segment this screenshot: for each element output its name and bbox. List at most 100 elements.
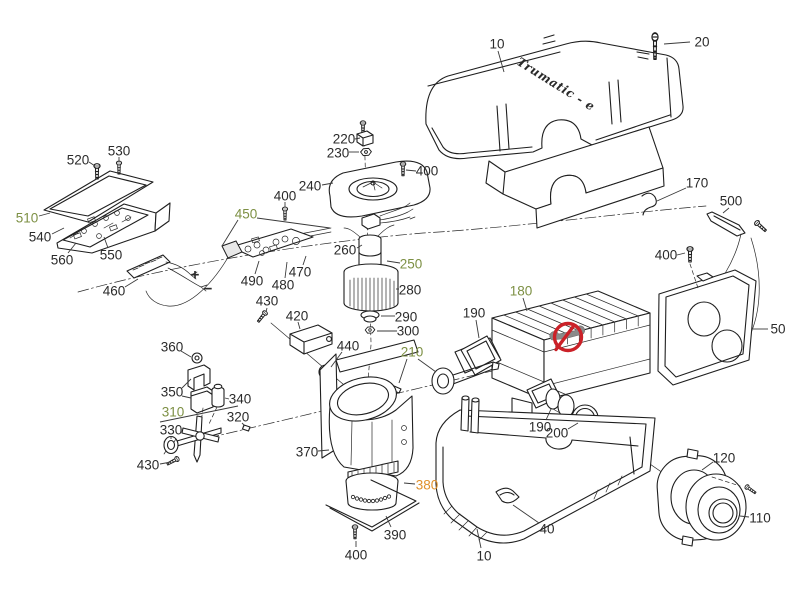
- wall-duct-50: [657, 246, 757, 386]
- part-label-370: 370: [296, 445, 319, 460]
- part-label-360: 360: [161, 340, 184, 355]
- part-label-300: 300: [397, 324, 420, 339]
- part-label-540: 540: [29, 230, 52, 245]
- leader-line-320: [241, 422, 246, 427]
- part-label-290: 290: [395, 310, 418, 325]
- no-wrench-symbol: [549, 321, 585, 353]
- clip-170: [641, 192, 657, 216]
- base-plate-390: [325, 479, 420, 540]
- part-label-470: 470: [289, 265, 312, 280]
- leader-line-240: [321, 182, 334, 186]
- battery-cable-460: [126, 253, 231, 307]
- leader-line-510: [38, 212, 51, 217]
- part-label-530: 530: [108, 144, 131, 159]
- leader-line-420: [297, 321, 301, 330]
- part-label-460: 460: [103, 284, 126, 299]
- leader-line-380: [403, 482, 416, 485]
- clamp-40: [495, 487, 520, 504]
- part-label-480: 480: [272, 278, 295, 293]
- part-label-190: 190: [463, 306, 486, 321]
- leader-line-560: [67, 242, 77, 254]
- bracket-set-350: [187, 352, 225, 425]
- leader-line-430: [159, 461, 172, 465]
- leader-line-350: [181, 378, 192, 389]
- leader-line-10: [497, 50, 505, 73]
- impeller-310: [163, 415, 251, 467]
- leader-line-450: [221, 219, 239, 247]
- leader-line-170: [656, 187, 687, 202]
- leader-line-480: [284, 261, 288, 279]
- part-label-230: 230: [327, 146, 350, 161]
- part-label-380: 380: [416, 478, 439, 493]
- leader-line-400: [405, 169, 417, 172]
- part-label-330: 330: [160, 423, 183, 438]
- leader-line-120: [701, 461, 714, 471]
- part-label-10: 10: [489, 37, 504, 52]
- leader-line-450: [256, 217, 331, 229]
- leader-line-40: [512, 504, 540, 524]
- part-label-200: 200: [546, 426, 569, 441]
- leader-line-260: [356, 244, 363, 249]
- part-label-220: 220: [333, 132, 356, 147]
- part-label-340: 340: [229, 392, 252, 407]
- leader-line-390: [385, 515, 392, 528]
- leader-line-220: [354, 137, 361, 140]
- leader-line-210: [398, 358, 408, 384]
- part-label-560: 560: [51, 253, 74, 268]
- inner-shroud: [485, 126, 665, 229]
- part-label-450: 450: [235, 207, 258, 222]
- part-label-400: 400: [345, 548, 368, 563]
- leader-line-540: [51, 227, 65, 235]
- leader-line-490: [254, 260, 260, 275]
- leader-line-200: [567, 422, 579, 430]
- flange-190-left: [460, 335, 502, 376]
- polarity-sign: +: [191, 267, 200, 284]
- cowl-110: [685, 473, 758, 541]
- part-label-210: 210: [401, 345, 424, 360]
- leader-line-210: [417, 358, 437, 373]
- leader-line-340: [224, 397, 230, 400]
- control-unit-510: [43, 160, 171, 254]
- lower-casing: [435, 395, 656, 544]
- leader-line-440: [330, 351, 343, 368]
- leader-line-180: [522, 297, 528, 312]
- pcb-450-components: [244, 235, 300, 256]
- polarity-sign: −: [204, 281, 213, 298]
- leader-line-370: [317, 449, 330, 452]
- part-label-400: 400: [416, 164, 439, 179]
- leader-line-460: [124, 278, 139, 288]
- blower-motor-stack: [343, 202, 416, 334]
- part-label-320: 320: [227, 410, 250, 425]
- leader-line-470: [302, 255, 307, 266]
- part-label-420: 420: [286, 309, 309, 324]
- part-label-510: 510: [16, 211, 39, 226]
- mounting-plate-240: [328, 120, 431, 218]
- leader-line-350: [181, 395, 192, 399]
- leader-line-400: [676, 252, 686, 256]
- leader-line-250: [386, 260, 401, 264]
- leader-line-360: [180, 350, 192, 358]
- part-label-260: 260: [334, 243, 357, 258]
- part-label-490: 490: [241, 274, 264, 289]
- part-label-400: 400: [274, 189, 297, 204]
- part-label-190: 190: [529, 420, 552, 435]
- leader-line-190: [475, 319, 480, 339]
- top-cover: Trumatic - e: [425, 34, 684, 160]
- part-label-430: 430: [256, 294, 279, 309]
- leader-line-20: [663, 41, 691, 45]
- leader-line-190: [545, 408, 552, 421]
- part-label-520: 520: [67, 153, 90, 168]
- part-label-310: 310: [162, 405, 185, 420]
- burner-380: [345, 460, 399, 511]
- leader-line-520: [88, 161, 96, 167]
- part-label-500: 500: [720, 194, 743, 209]
- part-label-50: 50: [770, 322, 785, 337]
- part-label-180: 180: [510, 284, 533, 299]
- part-label-40: 40: [539, 522, 554, 537]
- part-label-390: 390: [384, 528, 407, 543]
- fan-housing-370: [319, 339, 419, 477]
- part-label-120: 120: [713, 451, 736, 466]
